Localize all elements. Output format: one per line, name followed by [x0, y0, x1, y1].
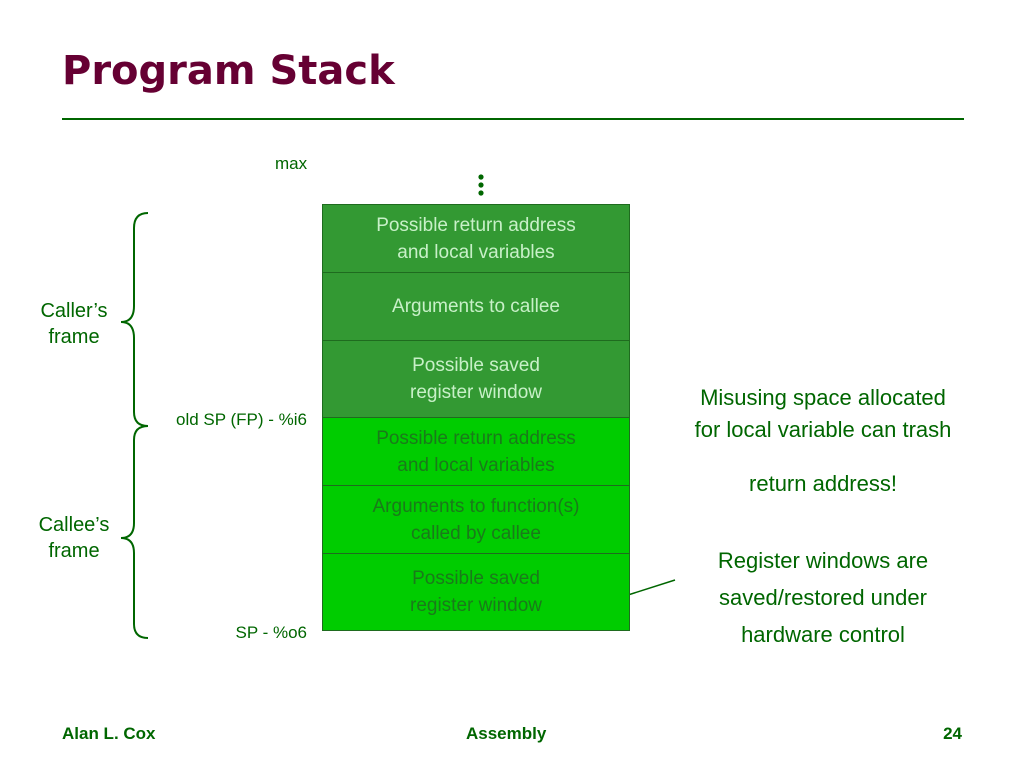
stack-block-saved-register-window-caller: Possible saved register window	[322, 340, 630, 418]
stack-block-return-address-callee: Possible return address and local variab…	[322, 417, 630, 486]
footer-course: Assembly	[466, 724, 547, 743]
register-window-note: Register windows are saved/restored unde…	[660, 542, 986, 653]
misuse-note-line3: return address!	[749, 471, 897, 496]
block-text-line1: Possible return address	[376, 427, 576, 449]
block-text-line2: called by callee	[411, 522, 541, 544]
slide-title: Program Stack	[62, 48, 395, 94]
block-text-line2: register window	[410, 595, 542, 616]
register-note-line2: saved/restored under	[719, 585, 927, 610]
callee-frame-line2: frame	[48, 540, 100, 562]
caller-frame-line2: frame	[48, 326, 100, 348]
stack-block-return-address-caller: Possible return address and local variab…	[322, 204, 630, 273]
old-sp-label: old SP (FP) - %i6	[175, 410, 307, 429]
callee-frame-line1: Callee’s	[38, 514, 110, 536]
misuse-note-line2: for local variable can trash	[694, 417, 952, 442]
max-label: max	[275, 154, 308, 173]
callee-frame-label: Callee’s frame	[24, 512, 124, 564]
block-text-line2: register window	[410, 382, 542, 403]
block-text-line1: Possible saved	[412, 355, 540, 376]
register-note-line1: Register windows are	[717, 548, 929, 573]
register-note-line3: hardware control	[741, 622, 905, 647]
continuation-dots	[478, 174, 484, 196]
footer-author: Alan L. Cox	[62, 724, 156, 743]
sp-label: SP - %o6	[235, 623, 307, 642]
block-text-line2: and local variables	[397, 454, 555, 476]
misuse-note: Misusing space allocated for local varia…	[660, 382, 986, 500]
caller-frame-label: Caller’s frame	[24, 298, 124, 350]
block-text-line1: Arguments to callee	[392, 296, 560, 317]
title-divider	[62, 118, 964, 120]
callee-frame-brace	[120, 425, 149, 639]
caller-frame-line1: Caller’s	[40, 300, 108, 322]
caller-frame-brace	[120, 212, 149, 427]
stack-block-saved-register-window-callee: Possible saved register window	[322, 553, 630, 631]
block-text-line2: and local variables	[397, 241, 555, 263]
footer-page-number: 24	[943, 724, 962, 743]
stack-block-arguments-to-functions: Arguments to function(s) called by calle…	[322, 485, 630, 554]
block-text-line1: Possible return address	[376, 214, 576, 236]
stack-block-arguments-to-callee: Arguments to callee	[322, 272, 630, 341]
misuse-note-line1: Misusing space allocated	[700, 385, 946, 410]
block-text-line1: Arguments to function(s)	[372, 495, 580, 517]
block-text-line1: Possible saved	[412, 568, 540, 589]
